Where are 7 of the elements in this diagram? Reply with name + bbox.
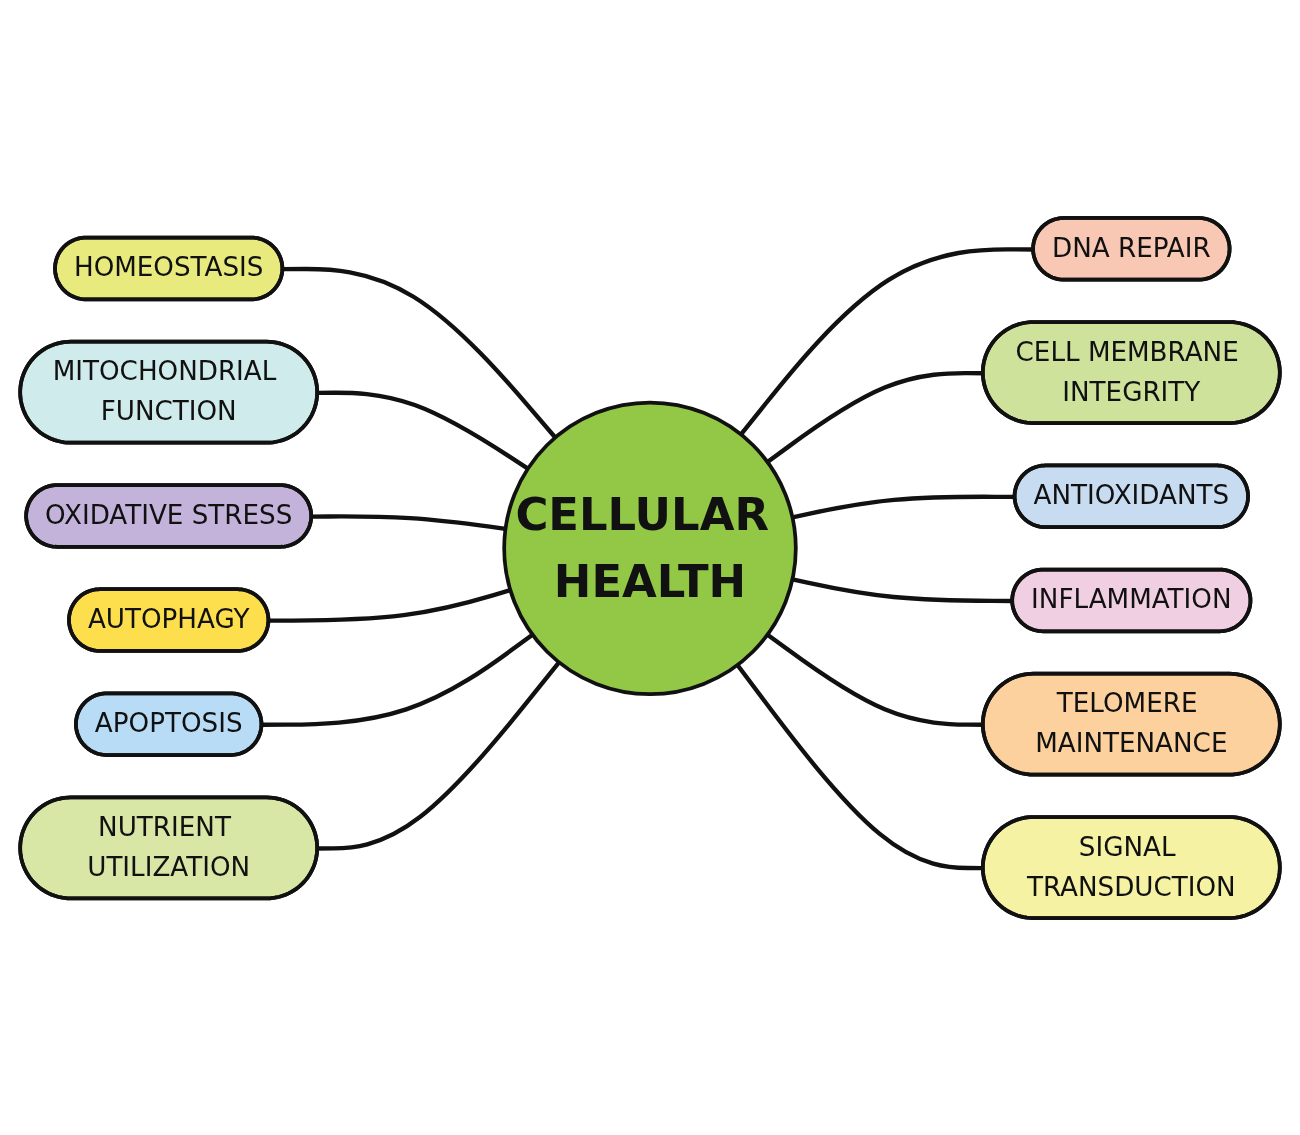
connector	[792, 494, 1016, 519]
connector	[792, 576, 1013, 603]
connector	[262, 632, 534, 727]
connector	[311, 513, 506, 531]
connector	[269, 587, 511, 623]
node-circle: CELLULAR HEALTH	[502, 400, 798, 696]
connector	[766, 370, 984, 464]
